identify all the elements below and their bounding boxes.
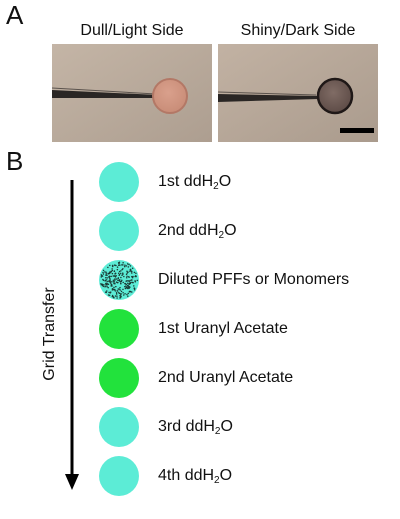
photo-dull-side (52, 44, 212, 142)
droplet-4 (99, 309, 139, 349)
step-label-subscript: 2 (213, 181, 219, 192)
tweezers-tip (218, 94, 318, 102)
step-label-5: 2nd Uranyl Acetate (158, 368, 293, 388)
step-label-2: 2nd ddH2O (158, 221, 237, 241)
droplet-5 (99, 358, 139, 398)
step-label-suffix: O (218, 173, 232, 190)
tweezers-tip (52, 90, 158, 98)
step-label-text: 2nd Uranyl Acetate (158, 369, 294, 386)
droplet-7 (99, 456, 139, 496)
step-label-subscript: 2 (214, 426, 221, 437)
em-grid-shiny (316, 77, 354, 115)
step-label-text: Diluted PFFs or Monomers (158, 271, 350, 288)
step-label-7: 4th ddH2O (158, 466, 232, 486)
panel-a-letter: A (6, 0, 24, 30)
step-label-1: 1st ddH2O (158, 172, 231, 192)
photo-title-shiny-side: Shiny/Dark Side (240, 22, 356, 39)
step-label-text: 2nd ddH (158, 222, 219, 239)
panel-b-letter: B (6, 146, 24, 176)
scale-bar (340, 128, 374, 133)
droplet-6 (99, 407, 139, 447)
droplet-2 (99, 211, 139, 251)
photo-shiny-side (218, 44, 378, 142)
step-label-3: Diluted PFFs or Monomers (158, 270, 349, 290)
step-label-6: 3rd ddH2O (158, 417, 233, 437)
em-grid-dull (152, 78, 188, 114)
step-label-suffix: O (220, 418, 233, 435)
step-label-text: 1st Uranyl Acetate (158, 320, 288, 337)
step-label-text: 4th ddH (158, 467, 215, 484)
step-label-suffix: O (219, 467, 233, 484)
step-label-text: 1st ddH (158, 173, 214, 190)
step-label-subscript: 2 (214, 475, 220, 486)
step-label-text: 3rd ddH (158, 418, 215, 435)
step-label-4: 1st Uranyl Acetate (158, 319, 288, 339)
droplet-3 (99, 260, 139, 300)
step-label-suffix: O (224, 222, 237, 239)
photo-title-dull-side: Dull/Light Side (80, 22, 184, 39)
droplet-1 (99, 162, 139, 202)
grid-transfer-label: Grid Transfer (41, 287, 58, 381)
grid-transfer-arrow (65, 180, 79, 490)
step-label-subscript: 2 (218, 230, 225, 241)
